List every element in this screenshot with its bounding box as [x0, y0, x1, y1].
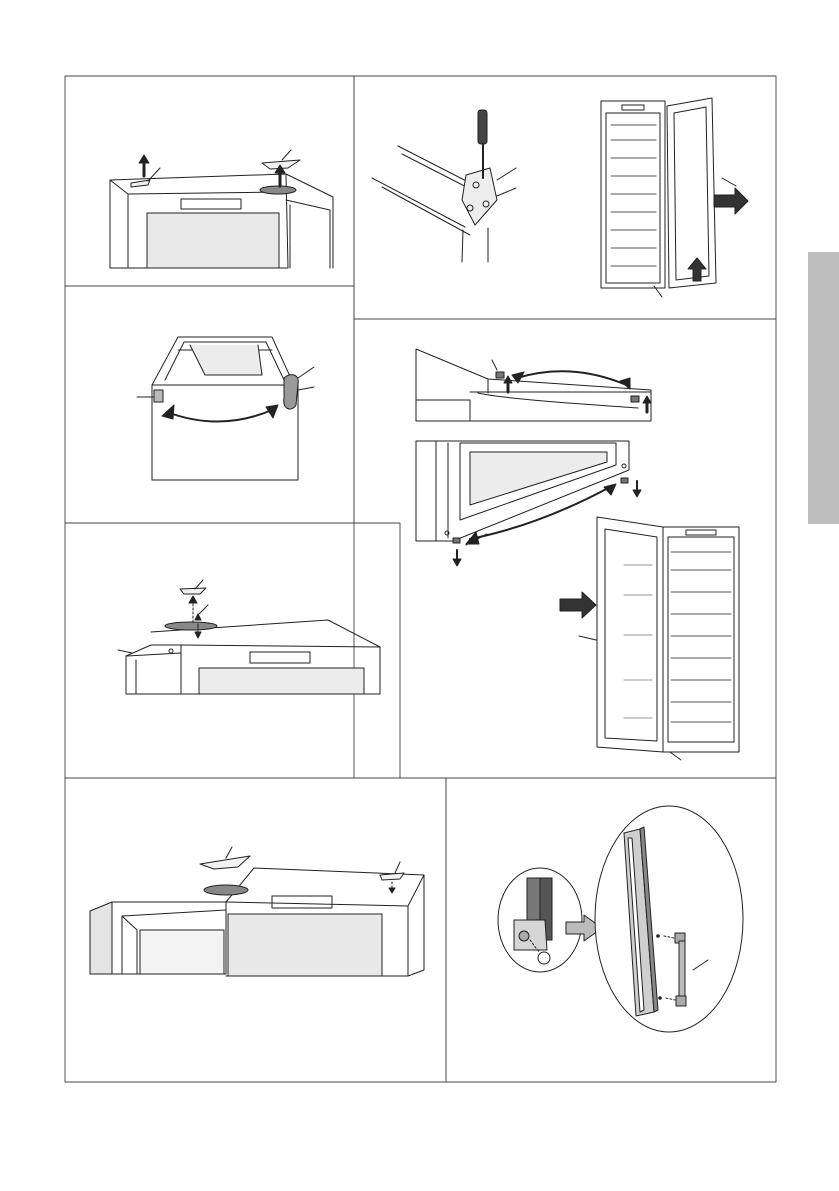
figure-cover-refit [90, 847, 424, 976]
figure-door-refit [560, 517, 739, 760]
figure-pin-swap-bottom [416, 441, 641, 566]
figure-hinge-remount [118, 580, 380, 694]
figure-door-lift [601, 98, 748, 297]
figure-pin-swap-top [416, 349, 651, 421]
figure-cover-removal [110, 150, 333, 268]
figure-handle-relocation [498, 806, 743, 1032]
figure-hinge-screw [372, 110, 516, 262]
figure-hinge-pivot [137, 337, 314, 480]
